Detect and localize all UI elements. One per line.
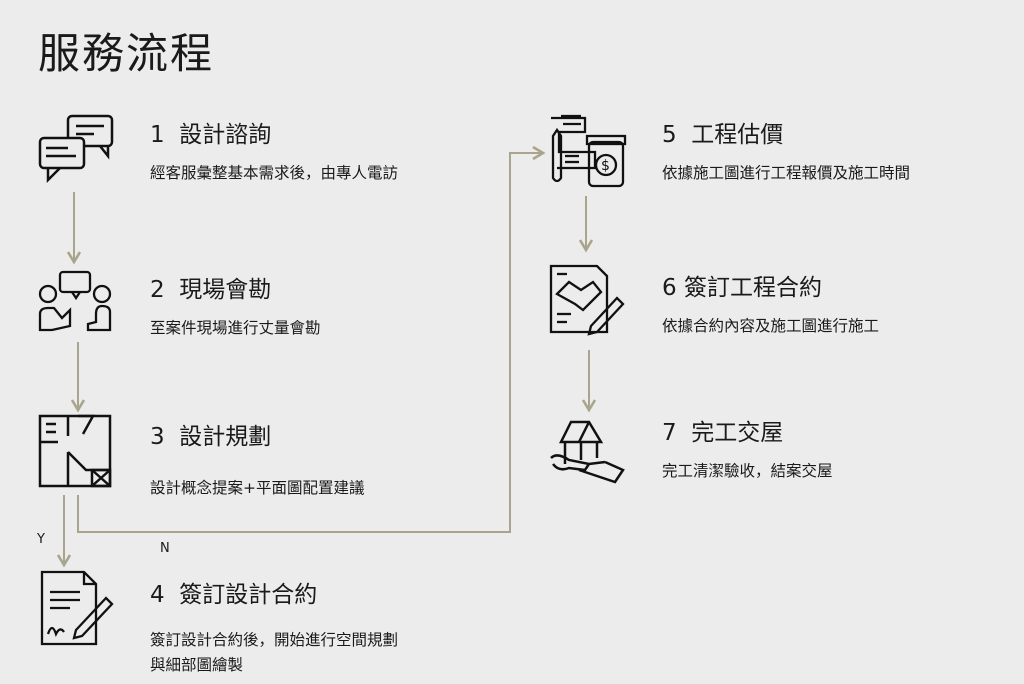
step-2-desc: 至案件現場進行丈量會勘 (150, 319, 321, 337)
estimate-icon: $ (551, 114, 627, 188)
step-7-desc: 完工清潔驗收，結案交屋 (662, 462, 833, 480)
svg-text:$: $ (601, 158, 610, 174)
step-7-title: 7 完工交屋 (662, 420, 784, 446)
yes-label: Y (37, 532, 45, 547)
house-in-hand-icon (550, 420, 625, 484)
no-label: N (160, 541, 170, 556)
step-6-desc: 依據合約內容及施工圖進行施工 (662, 317, 880, 335)
page-title: 服務流程 (38, 29, 215, 78)
step-6-title: 6 簽訂工程合約 (662, 275, 822, 301)
step-1-desc: 經客服彙整基本需求後，由專人電訪 (150, 164, 399, 182)
step-4-desc: 簽訂設計合約後，開始進行空間規劃與細部圖繪製 (150, 631, 399, 674)
step-3-title: 3 設計規劃 (150, 424, 272, 450)
meeting-icon (38, 270, 112, 332)
step-1-title: 1 設計諮詢 (150, 122, 272, 148)
step-2-title: 2 現場會勘 (150, 277, 272, 303)
handshake-contract-icon (549, 264, 625, 336)
step-5-title: 5 工程估價 (662, 122, 784, 148)
chat-bubbles-icon (38, 114, 114, 184)
floor-plan-icon (38, 414, 112, 488)
step-4-title: 4 簽訂設計合約 (150, 582, 318, 608)
signed-contract-icon (40, 570, 114, 646)
arrow-3-5-no (77, 145, 546, 533)
step-3-desc: 設計概念提案+平面圖配置建議 (150, 479, 365, 497)
step-5-desc: 依據施工圖進行工程報價及施工時間 (662, 164, 911, 182)
